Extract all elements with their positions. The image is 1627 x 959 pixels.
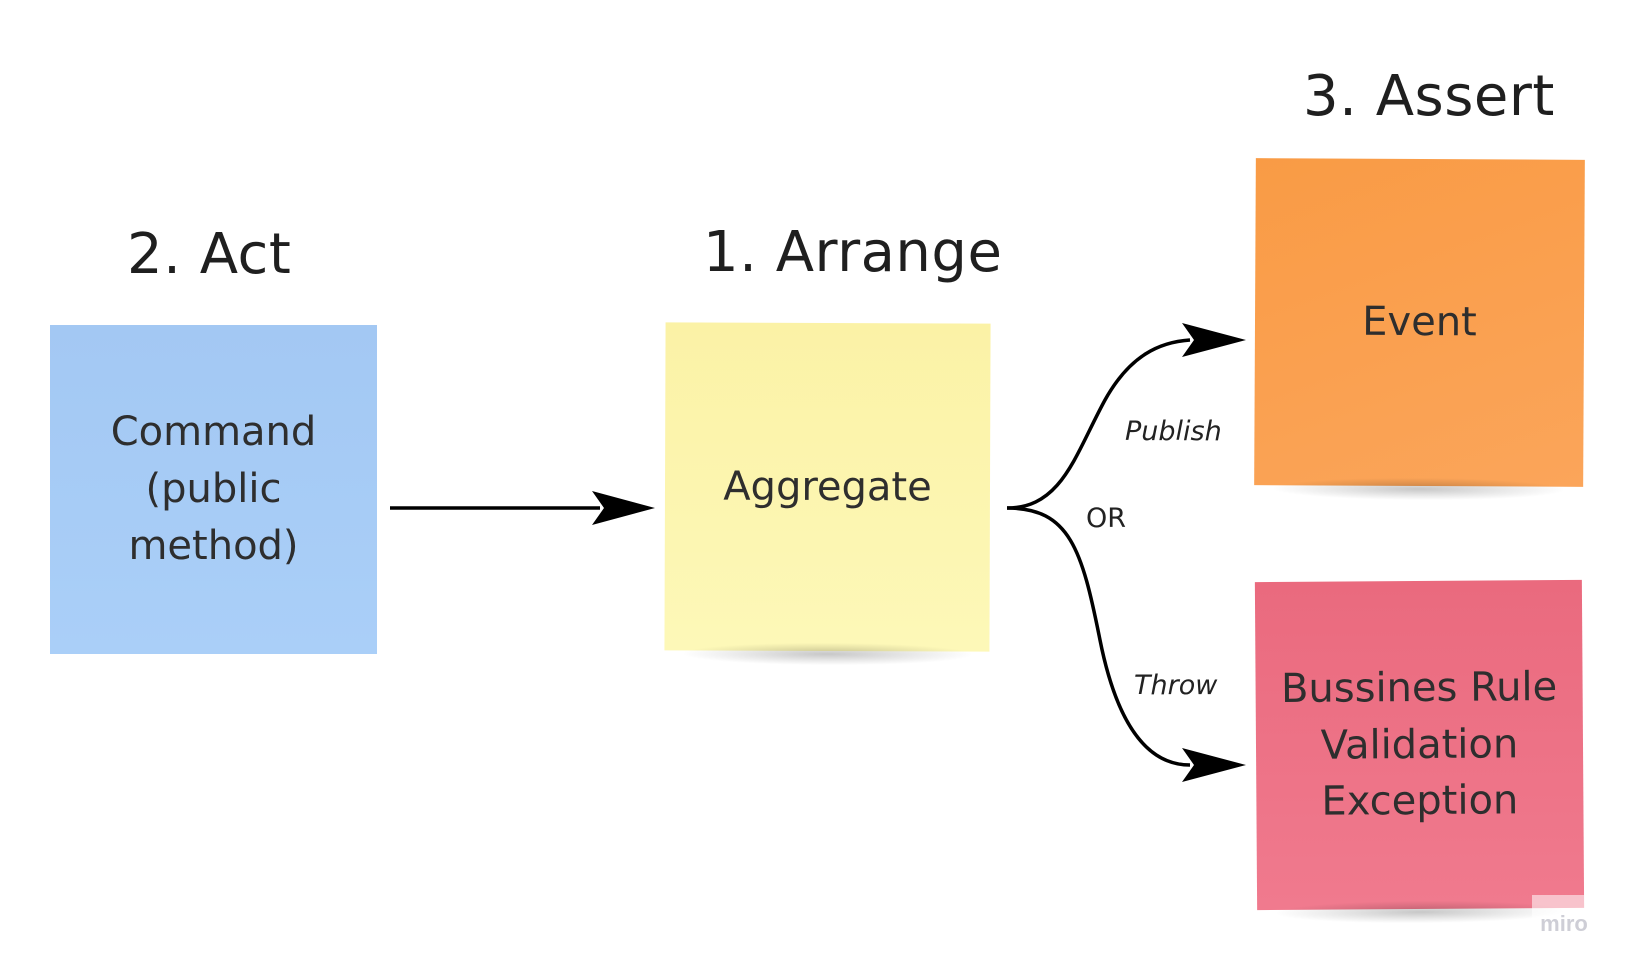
heading-assert: 3. Assert [1303,64,1555,129]
connector-label-throw: Throw [1134,670,1218,701]
arrow-command-to-aggregate[interactable] [390,491,655,525]
heading-act: 2. Act [127,222,292,287]
connector-label-publish: Publish [1125,416,1222,447]
arrow-aggregate-to-exception[interactable] [1006,506,1246,782]
sticky-note-command-label: Command (public method) [110,409,317,569]
miro-watermark-logo: miro [1532,895,1596,939]
arrow-aggregate-to-event[interactable] [1006,323,1246,510]
heading-arrange: 1. Arrange [703,220,1003,285]
connector-label-or: OR [1086,503,1127,534]
